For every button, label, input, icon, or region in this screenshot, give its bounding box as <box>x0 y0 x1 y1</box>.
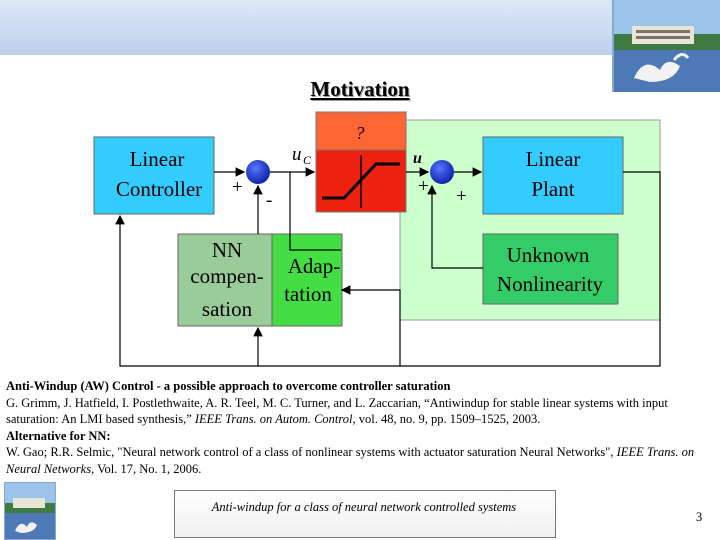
nonlinearity-label-line2: Nonlinearity <box>497 272 604 296</box>
campus-photo-logo <box>612 0 720 92</box>
ref2-text: W. Gao; R.R. Selmic, "Neural network con… <box>6 445 614 460</box>
linear-plant-block <box>482 136 624 215</box>
nn-label-line3: sation <box>202 297 253 321</box>
footer-panel <box>174 490 556 538</box>
reference-2: W. Gao; R.R. Selmic, "Neural network con… <box>6 444 714 477</box>
adaptation-block <box>271 233 343 327</box>
nn-label-line2: compen- <box>190 264 263 288</box>
sum2-plus-left: + <box>418 176 429 197</box>
plant-output-feedback <box>115 171 661 367</box>
header-band <box>0 0 720 55</box>
sum1-plus-sign: + <box>232 177 243 198</box>
references-block: Anti-Windup (AW) Control - a possible ap… <box>6 378 714 478</box>
u-label: u <box>413 150 422 167</box>
linear-plant-label-line2: Plant <box>531 177 574 201</box>
footer-caption: Anti-windup for a class of neural networ… <box>211 500 517 514</box>
nonlinearity-label-line1: Unknown <box>507 243 590 267</box>
summing-junction-1 <box>246 160 270 184</box>
saturation-curve <box>322 162 400 200</box>
control-block-diagram: ? Linear Controller Linear Plant NN comp… <box>93 111 661 367</box>
summing-junction-2 <box>430 160 454 184</box>
footer-photo-logo <box>4 482 56 540</box>
aw-heading-rest: - a possible approach to overcome contro… <box>153 379 451 393</box>
alternative-heading-text: Alternative for NN: <box>6 428 111 443</box>
aw-heading: Anti-Windup (AW) Control - a possible ap… <box>6 378 714 395</box>
nonlinearity-to-sum2 <box>427 184 483 269</box>
linear-controller-label-line2: Controller <box>116 177 202 201</box>
nn-label-line1: NN <box>212 238 242 262</box>
unknown-nonlinearity-block <box>482 233 619 305</box>
alternative-heading: Alternative for NN: <box>6 428 714 445</box>
unknown-actuator-region <box>315 111 407 151</box>
ref1-authors: G. Grimm, J. Hatfield, I. Postlethwaite,… <box>6 395 668 427</box>
slide-title: Motivation <box>310 77 410 101</box>
linear-plant-label-line1: Linear <box>526 147 581 171</box>
linear-controller-block <box>93 136 215 215</box>
page-number: 3 <box>696 510 703 524</box>
ref1-details: , vol. 48, no. 9, pp. 1509–1525, 2003. <box>352 412 541 427</box>
unknown-question-mark: ? <box>356 123 365 143</box>
sum2-plus-bottom: + <box>456 186 467 207</box>
aw-heading-bold: Anti-Windup (AW) Control <box>6 379 154 393</box>
linear-controller-label-line1: Linear <box>130 147 185 171</box>
adapt-label-line1: Adap- <box>288 254 340 278</box>
error-to-adaptation <box>340 285 401 366</box>
control-to-adaptation <box>289 172 341 251</box>
ref2-journal: IEEE Trans. on Neural Networks <box>6 445 695 476</box>
uc-subscript: C <box>303 153 312 167</box>
ref2-details: , Vol. 17, No. 1, 2006. <box>91 461 202 476</box>
ref1-journal: IEEE Trans. on Autom. Control <box>191 412 353 427</box>
uc-label: u <box>292 144 302 165</box>
sum1-minus-sign: - <box>266 190 272 211</box>
adapt-label-line2: tation <box>284 282 332 306</box>
reference-1: G. Grimm, J. Hatfield, I. Postlethwaite,… <box>6 395 714 428</box>
